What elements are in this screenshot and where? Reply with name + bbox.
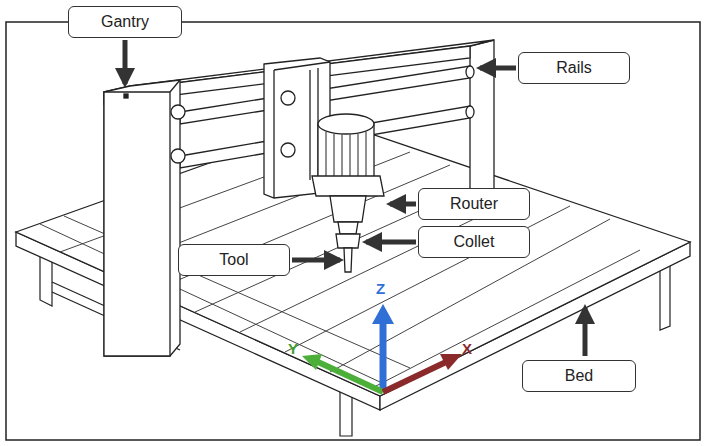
callout-box: Tool [178, 244, 290, 276]
callout-label: Router [450, 195, 498, 213]
callout-label: Gantry [101, 13, 149, 31]
callout-label: Rails [556, 59, 592, 77]
callout-box: Gantry [68, 6, 182, 38]
callout-box: Collet [418, 226, 530, 258]
frame [6, 22, 700, 440]
router [312, 114, 384, 272]
callout-label: Tool [219, 251, 248, 269]
axis-label: Y [288, 340, 298, 357]
callout-box: Rails [518, 52, 630, 84]
axes [302, 304, 462, 392]
callout-label: Bed [565, 367, 593, 385]
leader-arrows [125, 40, 585, 356]
axis-label: Z [376, 280, 385, 297]
axis-label: X [462, 340, 472, 357]
callout-box: Router [418, 188, 530, 220]
callout-box: Bed [522, 360, 636, 392]
gantry-upright [104, 80, 185, 356]
callout-label: Collet [454, 233, 495, 251]
